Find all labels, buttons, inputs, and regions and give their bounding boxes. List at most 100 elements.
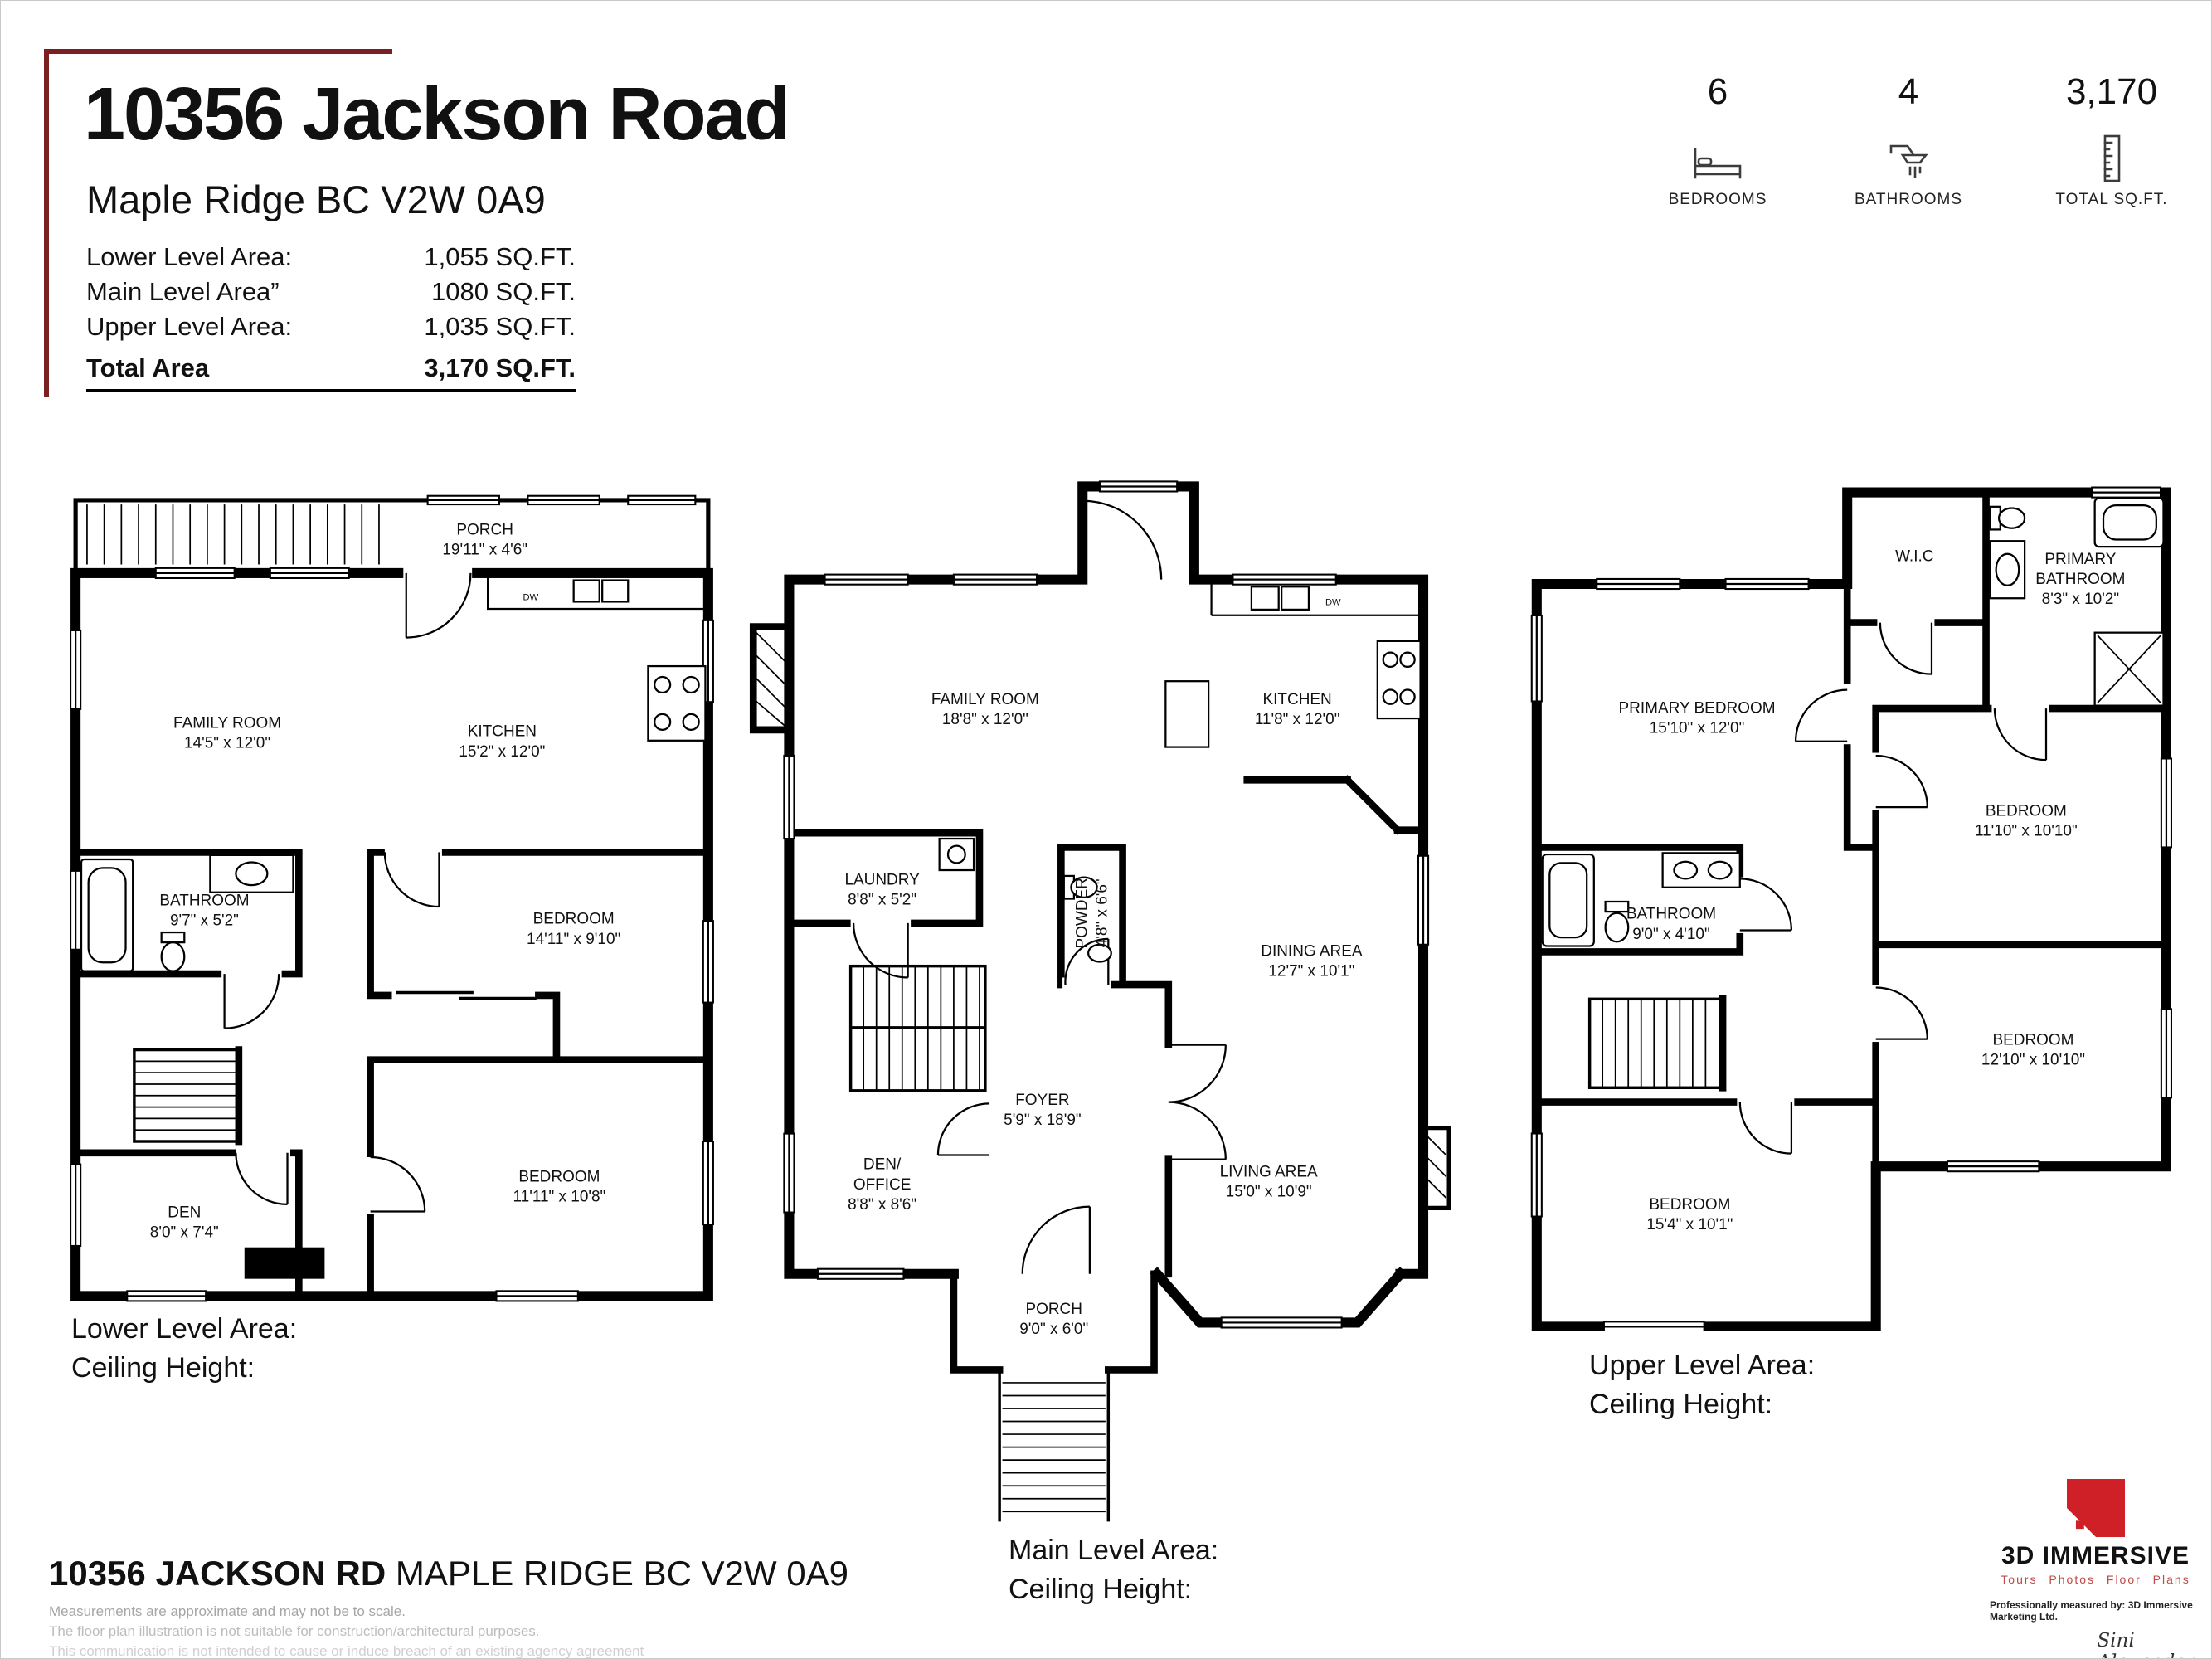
accent-rule-horizontal [44, 49, 392, 54]
laundry-sink [938, 837, 975, 872]
room-label-den: DEN 8'0" x 7'4" [150, 1204, 219, 1241]
room-label-living-area: LIVING AREA 15'0" x 10'9" [1220, 1163, 1318, 1200]
svg-text:BEDROOM: BEDROOM [1986, 802, 2067, 820]
svg-text:PORCH: PORCH [456, 521, 513, 538]
kitchen-counter: DW [486, 577, 708, 611]
ruler-icon [2033, 131, 2190, 182]
primary-bath-vanity [1989, 540, 2026, 600]
windows [783, 480, 1430, 1329]
svg-text:DINING AREA: DINING AREA [1261, 943, 1363, 961]
brand-name: 3D IMMERSIVE [2001, 1542, 2190, 1569]
room-label-bedroom-3: BEDROOM 15'4" x 10'1" [1646, 1196, 1733, 1233]
room-label-dining-area: DINING AREA 12'7" x 10'1" [1261, 943, 1363, 980]
lower-level-plan: DW PORCH 19'11" x 4'6" FAMILY ROOM 14'5"… [70, 494, 714, 1302]
svg-text:DEN: DEN [168, 1204, 201, 1221]
primary-bath-shower [2093, 631, 2165, 707]
planner-signature-row: Lead Floor Planner: Sini Alexander [1990, 1630, 2201, 1658]
bathroom-vanity [1661, 852, 1741, 888]
svg-text:LAUNDRY: LAUNDRY [844, 871, 920, 888]
stairs [848, 964, 987, 1092]
svg-text:5'9" x 18'9": 5'9" x 18'9" [1004, 1112, 1081, 1129]
windows [70, 567, 714, 1302]
room-label-porch: PORCH 19'11" x 4'6" [442, 521, 527, 558]
svg-text:15'0" x 10'9": 15'0" x 10'9" [1226, 1184, 1312, 1201]
branding-block: 3D IMMERSIVE Tours Photos Floor Plans Pr… [1990, 1479, 2201, 1658]
room-label-bathroom: BATHROOM 9'7" x 5'2" [159, 892, 249, 929]
doors [221, 564, 537, 1215]
svg-text:11'10" x 10'10": 11'10" x 10'10" [1975, 823, 2078, 840]
shower-icon [1830, 131, 1987, 182]
kitchen-counter: DW [1210, 579, 1424, 616]
svg-text:PRIMARY: PRIMARY [2044, 551, 2116, 568]
porch-deck-stairs [86, 504, 380, 565]
area-row-lower: Lower Level Area: 1,055 SQ.FT. [86, 242, 576, 271]
accent-rule-vertical [44, 49, 49, 397]
bathroom-toilet [1604, 900, 1630, 943]
svg-text:FOYER: FOYER [1015, 1092, 1069, 1109]
room-label-kitchen: KITCHEN 11'8" x 12'0" [1255, 691, 1340, 728]
porch-windows [426, 494, 697, 506]
room-label-bedroom-2: BEDROOM 12'10" x 10'10" [1981, 1032, 2085, 1069]
svg-text:KITCHEN: KITCHEN [468, 723, 537, 741]
svg-text:FAMILY ROOM: FAMILY ROOM [173, 714, 281, 732]
kitchen-island [1164, 680, 1210, 748]
svg-text:15'4" x 10'1": 15'4" x 10'1" [1646, 1216, 1733, 1233]
room-label-family-room: FAMILY ROOM 14'5" x 12'0" [173, 714, 281, 752]
svg-text:15'10" x 12'0": 15'10" x 12'0" [1650, 719, 1745, 737]
planner-signature: Sini Alexander [2085, 1630, 2201, 1658]
svg-text:19'11" x 4'6": 19'11" x 4'6" [442, 541, 527, 558]
room-label-porch: PORCH 9'0" x 6'0" [1019, 1301, 1088, 1338]
svg-text:DEN/: DEN/ [863, 1156, 902, 1174]
svg-text:11'11" x 10'8": 11'11" x 10'8" [513, 1188, 606, 1205]
svg-text:11'8" x 12'0": 11'8" x 12'0" [1255, 711, 1340, 728]
stairs [133, 1048, 241, 1143]
room-label-foyer: FOYER 5'9" x 18'9" [1004, 1092, 1081, 1129]
lower-level-caption: Lower Level Area: Ceiling Height: [71, 1313, 298, 1384]
room-label-primary-bathroom: PRIMARY BATHROOM 8'3" x 10'2" [2035, 551, 2125, 608]
area-row-main: Main Level Area” 1080 SQ.FT. [86, 277, 576, 306]
room-label-powder: POWDER 4'8" x 6'6" [1073, 878, 1111, 948]
svg-text:BATHROOM: BATHROOM [2035, 571, 2125, 588]
area-summary: Lower Level Area: 1,055 SQ.FT. Main Leve… [86, 240, 576, 392]
stairs [1587, 997, 1724, 1090]
svg-text:15'2" x 12'0": 15'2" x 12'0" [459, 743, 545, 761]
svg-text:KITCHEN: KITCHEN [1263, 691, 1332, 708]
svg-text:BEDROOM: BEDROOM [1992, 1032, 2073, 1049]
3d-immersive-logo [2066, 1479, 2125, 1537]
stat-bedrooms: 6 BEDROOMS [1639, 71, 1796, 209]
svg-text:4'8" x 6'6": 4'8" x 6'6" [1094, 878, 1111, 947]
room-label-bathroom: BATHROOM 9'0" x 4'10" [1626, 906, 1716, 943]
room-label-laundry: LAUNDRY 8'8" x 5'2" [844, 871, 920, 908]
bathtub [80, 858, 134, 972]
disclaimers: Measurements are approximate and may not… [49, 1603, 644, 1659]
svg-text:BEDROOM: BEDROOM [1649, 1196, 1730, 1214]
area-row-total: Total Area 3,170 SQ.FT. [86, 349, 576, 392]
svg-text:8'8" x 5'2": 8'8" x 5'2" [848, 891, 916, 908]
powder-sink [1087, 943, 1112, 963]
porch-walls [950, 1270, 1158, 1374]
dw-label: DW [1325, 598, 1341, 608]
svg-text:14'5" x 12'0": 14'5" x 12'0" [184, 734, 270, 752]
toilet [160, 931, 186, 972]
svg-text:BEDROOM: BEDROOM [518, 1168, 600, 1185]
svg-text:9'0" x 4'10": 9'0" x 4'10" [1632, 926, 1709, 943]
svg-text:LIVING AREA: LIVING AREA [1220, 1163, 1318, 1180]
svg-text:12'10" x 10'10": 12'10" x 10'10" [1981, 1052, 2085, 1069]
room-label-wic: W.I.C [1895, 547, 1933, 565]
fireplace-right [1421, 1126, 1451, 1210]
primary-bath-toilet [1989, 505, 2026, 531]
bathroom-tub [1541, 853, 1595, 947]
svg-text:FAMILY ROOM: FAMILY ROOM [931, 691, 1039, 708]
upper-level-plan: W.I.C PRIMARY BATHROOM 8'3" x 10'2" PRIM… [1530, 486, 2172, 1331]
svg-text:W.I.C: W.I.C [1895, 547, 1933, 565]
primary-bath-tub [2093, 497, 2165, 548]
stove [1376, 640, 1422, 720]
svg-text:8'3" x 10'2": 8'3" x 10'2" [2042, 591, 2119, 608]
svg-text:POWDER: POWDER [1073, 878, 1091, 948]
brand-tagline: Tours Photos Floor Plans [2001, 1573, 2190, 1586]
stove [647, 664, 707, 742]
svg-text:OFFICE: OFFICE [853, 1176, 912, 1194]
windows [1530, 486, 2172, 1331]
dw-label: DW [523, 593, 539, 603]
